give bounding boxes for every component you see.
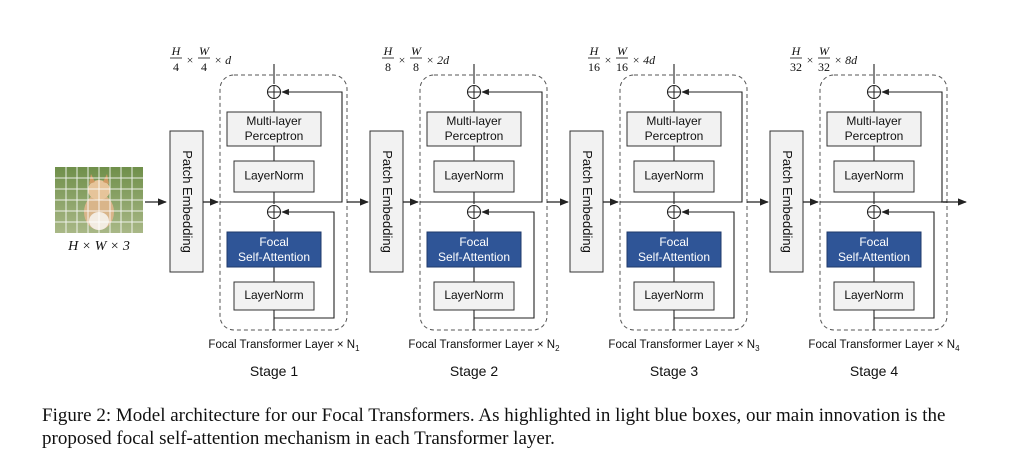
dims-ch-4: × 8d [834,53,858,67]
layer-label-1: Focal Transformer Layer × N1 [208,339,360,353]
layernorm-label-b-4: LayerNorm [844,169,903,183]
layernorm-label-b-2: LayerNorm [444,169,503,183]
stage-title-4: Stage 4 [850,363,898,379]
dims-ch-2: × 2d [426,53,450,67]
mlp-label-2-2: Perceptron [445,129,504,143]
layernorm-label-b-3: LayerNorm [644,169,703,183]
layernorm-label-a-2: LayerNorm [444,288,503,302]
stage-title-1: Stage 1 [250,363,298,379]
mlp-block-2 [426,111,522,147]
layernorm-block-b-1 [233,160,315,193]
dims-w-4: W [819,44,830,58]
attention-label-1-1: Focal [259,235,288,249]
dims-h-3: H [589,44,600,58]
patch-embedding-label-4: Patch Embedding [780,150,795,253]
dims-hd-3: 16 [588,60,600,74]
attention-label-1-4: Focal [859,235,888,249]
dims-w-3: W [617,44,628,58]
attention-label-2-4: Self-Attention [838,250,910,264]
focal-attention-block-4 [826,231,922,268]
residual-path-mlp-1 [274,88,343,203]
layernorm-label-a-3: LayerNorm [644,288,703,302]
layer-sub-4: 4 [955,344,960,353]
patch-embedding-label-3: Patch Embedding [580,150,595,253]
patch-embedding-label-2: Patch Embedding [380,150,395,253]
mlp-label-2-4: Perceptron [845,129,904,143]
residual-path-attn-4 [874,208,935,319]
layernorm-block-b-4 [833,160,915,193]
layernorm-label-a-1: LayerNorm [244,288,303,302]
focal-attention-block-1 [226,231,322,268]
mlp-label-1-2: Multi-layer [446,114,501,128]
dims-hd-2: 8 [385,60,391,74]
mlp-block-4 [826,111,922,147]
mlp-label-2-1: Perceptron [245,129,304,143]
attention-label-1-3: Focal [659,235,688,249]
mlp-block-1 [226,111,322,147]
stage-title-3: Stage 3 [650,363,698,379]
layer-label-2: Focal Transformer Layer × N2 [408,339,560,353]
dims-times-3: × [605,53,612,67]
layernorm-block-b-2 [433,160,515,193]
architecture-diagram: H × W × 3 Patch EmbeddingLayerNormFocalS… [55,44,967,379]
dims-w-2: W [411,44,422,58]
dims-times-4: × [807,53,814,67]
layer-label-4: Focal Transformer Layer × N4 [808,339,960,353]
layer-label-3: Focal Transformer Layer × N3 [608,339,760,353]
attention-label-1-2: Focal [459,235,488,249]
input-dims-label: H × W × 3 [67,239,130,254]
dims-hd-1: 4 [173,60,179,74]
figure-caption: Figure 2: Model architecture for our Foc… [42,405,946,449]
layernorm-block-b-3 [633,160,715,193]
patch-embedding-4 [769,130,804,273]
residual-path-attn-3 [674,208,735,319]
mlp-label-1-4: Multi-layer [846,114,901,128]
layernorm-block-a-2 [433,281,515,311]
dims-hd-4: 32 [790,60,802,74]
stage-title-2: Stage 2 [450,363,498,379]
layernorm-block-a-3 [633,281,715,311]
residual-path-mlp-4 [874,88,943,203]
dims-h-2: H [383,44,394,58]
layernorm-block-a-4 [833,281,915,311]
dims-wd-3: 16 [616,60,628,74]
layernorm-label-a-4: LayerNorm [844,288,903,302]
residual-path-mlp-2 [474,88,543,203]
mlp-block-3 [626,111,722,147]
attention-label-2-3: Self-Attention [638,250,710,264]
dims-times-1: × [187,53,194,67]
patch-embedding-2 [369,130,404,273]
dims-w-1: W [199,44,210,58]
layer-sub-2: 2 [555,344,560,353]
dims-ch-1: × d [214,53,232,67]
residual-path-attn-1 [274,208,335,319]
patch-embedding-1 [169,130,204,273]
dims-wd-4: 32 [818,60,830,74]
residual-path-mlp-3 [674,88,743,203]
layer-sub-3: 3 [755,344,760,353]
dims-h-1: H [171,44,182,58]
focal-attention-block-2 [426,231,522,268]
mlp-label-1-1: Multi-layer [246,114,301,128]
attention-label-2-2: Self-Attention [438,250,510,264]
dims-times-2: × [399,53,406,67]
dims-wd-1: 4 [201,60,207,74]
attention-label-2-1: Self-Attention [238,250,310,264]
input-image [55,167,143,233]
dims-h-4: H [791,44,802,58]
layernorm-block-a-1 [233,281,315,311]
layer-sub-1: 1 [355,344,360,353]
layernorm-label-b-1: LayerNorm [244,169,303,183]
mlp-label-2-3: Perceptron [645,129,704,143]
residual-path-attn-2 [474,208,535,319]
focal-attention-block-3 [626,231,722,268]
patch-embedding-label-1: Patch Embedding [180,150,195,253]
mlp-label-1-3: Multi-layer [646,114,701,128]
dims-wd-2: 8 [413,60,419,74]
dims-ch-3: × 4d [632,53,656,67]
